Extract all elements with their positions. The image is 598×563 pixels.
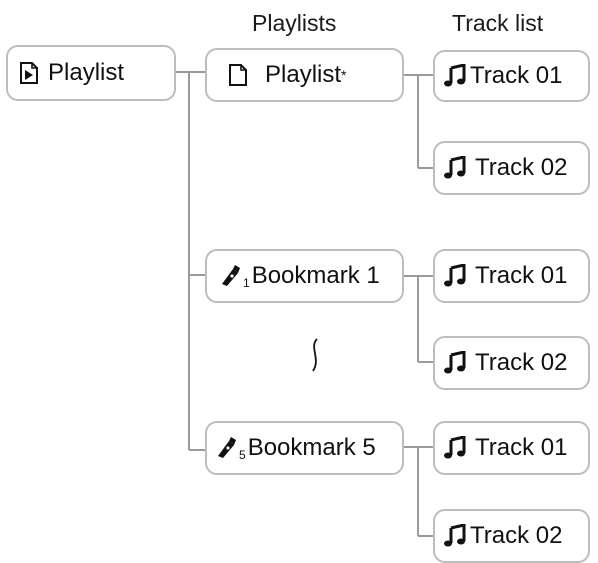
track-label: Track 01: [470, 62, 563, 89]
track-node[interactable]: Track 02: [433, 336, 590, 390]
bookmark-icon: [219, 264, 241, 288]
track-node[interactable]: Track 01: [433, 249, 590, 303]
music-note-icon: [443, 524, 467, 548]
bookmark-1-node[interactable]: 1 Bookmark 1: [205, 249, 404, 303]
bookmark-icon: [215, 436, 237, 460]
playlist-node-label: Playlist: [265, 61, 342, 88]
music-note-icon: [443, 64, 467, 88]
bookmark-5-node[interactable]: 5 Bookmark 5: [205, 421, 404, 475]
track-label: Track 02: [470, 522, 563, 549]
bookmark-1-label: Bookmark 1: [251, 262, 380, 289]
root-node-label: Playlist: [48, 59, 125, 86]
track-list-column-header: Track list: [452, 10, 544, 36]
root-playlist-node[interactable]: Playlist: [6, 45, 176, 101]
bookmark-5-label: Bookmark 5: [247, 434, 376, 461]
track-label: Track 02: [475, 349, 568, 376]
playlist-file-icon: [20, 62, 38, 84]
track-label: Track 02: [475, 154, 568, 181]
track-label: Track 01: [475, 434, 568, 461]
vertical-ellipsis-squiggle-icon: [305, 337, 325, 378]
bookmark-5-subscript: 5: [239, 448, 246, 462]
music-note-icon: [443, 264, 467, 288]
track-node[interactable]: Track 01: [433, 421, 590, 475]
playlists-column-header: Playlists: [252, 10, 337, 36]
bookmark-1-subscript: 1: [243, 276, 250, 290]
music-note-icon: [443, 436, 467, 460]
music-note-icon: [443, 351, 467, 375]
track-node[interactable]: Track 02: [433, 141, 590, 195]
track-label: Track 01: [475, 262, 568, 289]
track-node[interactable]: Track 02: [433, 509, 590, 563]
track-node[interactable]: Track 01: [433, 50, 590, 102]
music-note-icon: [443, 156, 467, 180]
playlist-node[interactable]: Playlist*: [205, 48, 404, 102]
playlist-asterisk: *: [341, 67, 347, 83]
document-icon: [229, 64, 247, 86]
